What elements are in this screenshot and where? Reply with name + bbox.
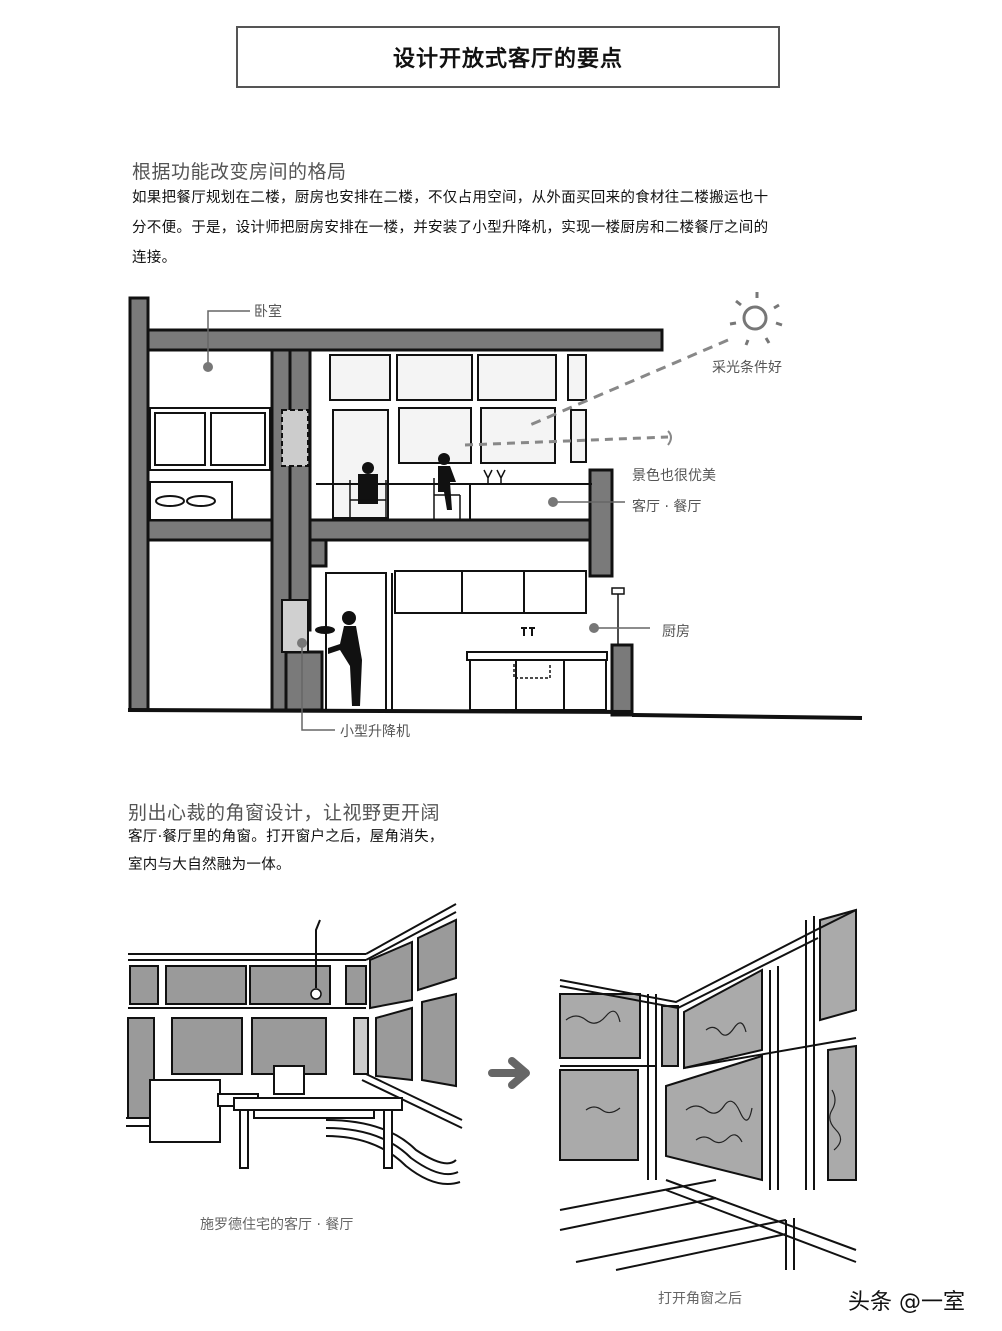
section2-line-1: 客厅·餐厅里的角窗。打开窗户之后，屋角消失， (128, 829, 444, 845)
schroder-house-illustration (126, 903, 463, 1185)
label-dumbwaiter: 小型升降机 (340, 724, 410, 740)
right-caption: 打开角窗之后 (658, 1291, 742, 1307)
section1-paragraph: 如果把餐厅规划在二楼，厨房也安排在二楼，不仅占用空间，从外面买回来的食材往二楼搬… (132, 183, 892, 273)
section2-heading: 别出心裁的角窗设计，让视野更开阔 (128, 802, 441, 824)
section2-paragraph: 客厅·餐厅里的角窗。打开窗户之后，屋角消失， 室内与大自然融为一体。 (128, 823, 548, 879)
section1-line-2: 分不便。于是，设计师把厨房安排在一楼，并安装了小型升降机，实现一楼厨房和二楼餐厅… (132, 220, 769, 236)
label-good-lighting: 采光条件好 (712, 360, 782, 376)
label-bedroom: 卧室 (254, 304, 282, 320)
label-kitchen: 厨房 (662, 624, 690, 640)
page-title: 设计开放式客厅的要点 (392, 47, 623, 72)
section1-heading: 根据功能改变房间的格局 (132, 161, 347, 183)
section1-line-1: 如果把餐厅规划在二楼，厨房也安排在二楼，不仅占用空间，从外面买回来的食材往二楼搬… (132, 190, 769, 206)
watermark: 头条 @一室 (848, 1290, 965, 1315)
arrow-right-icon (488, 1057, 530, 1089)
open-corner-window-illustration (559, 908, 857, 1271)
page-title-box: 设计开放式客厅的要点 (236, 26, 780, 88)
left-caption: 施罗德住宅的客厅 · 餐厅 (200, 1217, 354, 1233)
sun-icon (729, 292, 783, 346)
section1-line-3: 连接。 (132, 250, 177, 266)
label-living-dining: 客厅 · 餐厅 (632, 499, 702, 515)
label-nice-view: 景色也很优美 (632, 468, 716, 484)
section2-line-2: 室内与大自然融为一体。 (128, 857, 291, 873)
house-section-diagram (127, 292, 863, 731)
